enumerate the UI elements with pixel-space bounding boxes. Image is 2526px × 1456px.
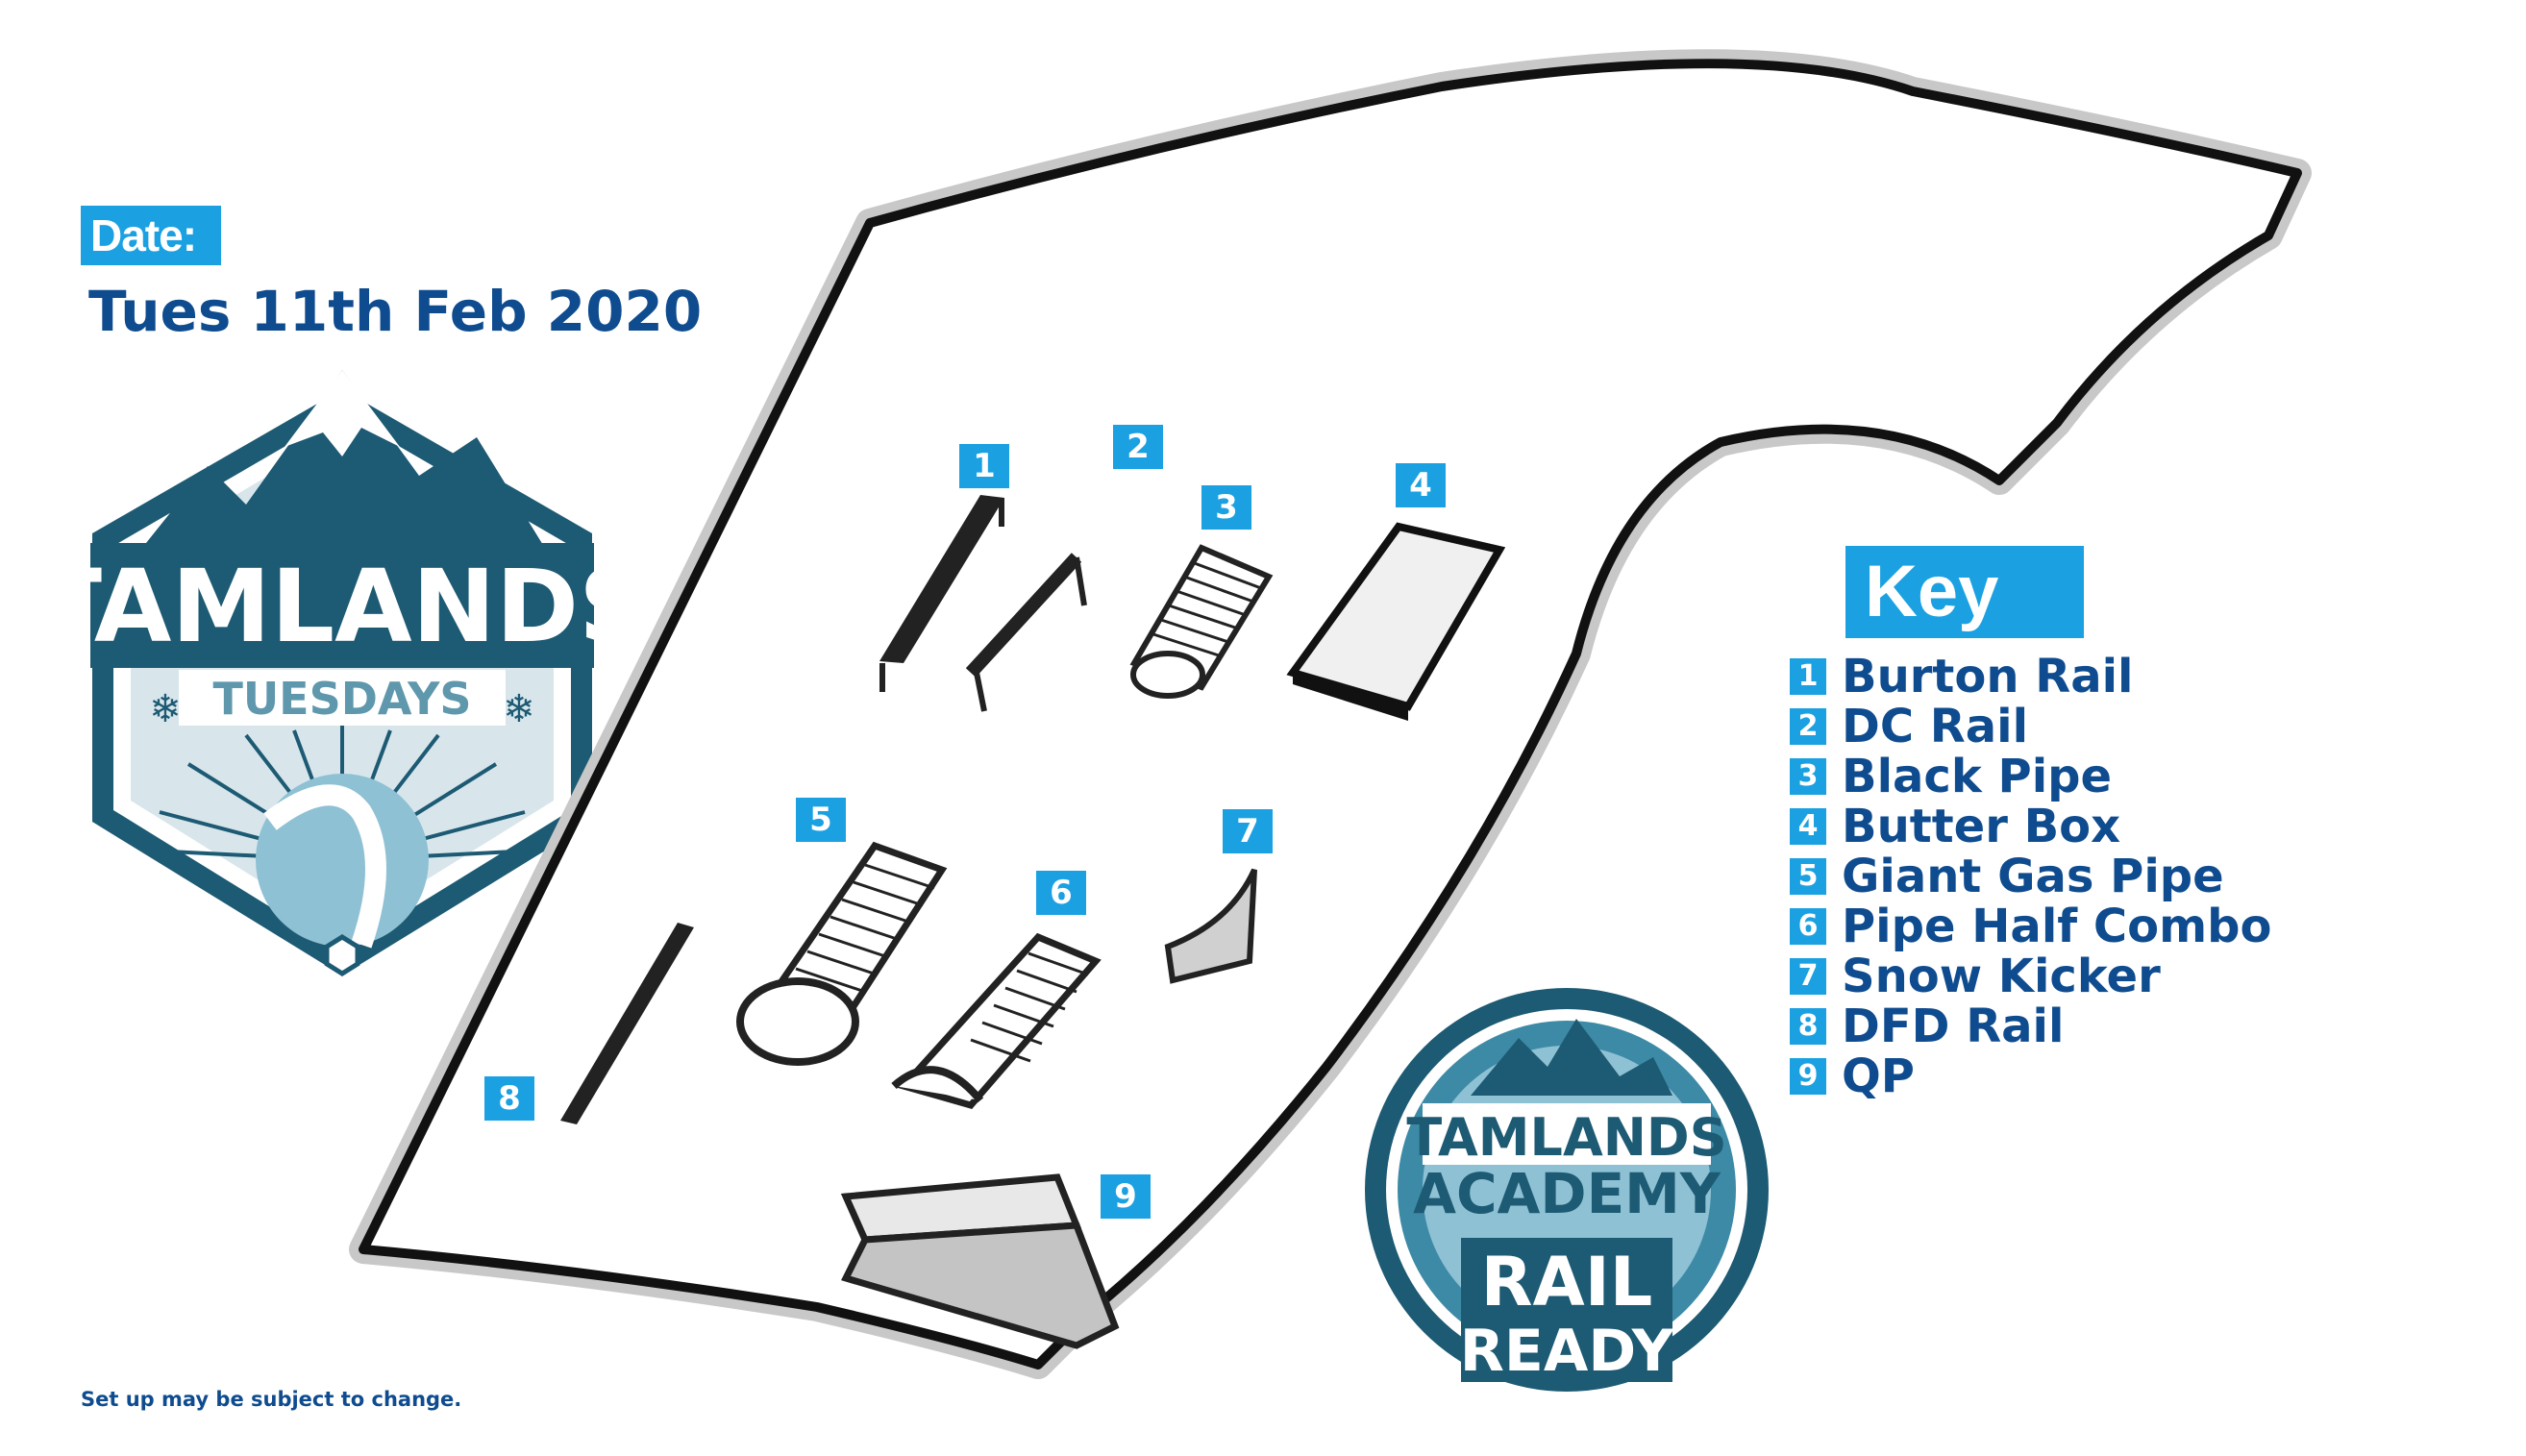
- key-list: 1 Burton Rail 2 DC Rail 3 Black Pipe 4 Butte…: [1790, 652, 2271, 1101]
- feature-burton-rail: [879, 495, 1004, 692]
- map-marker: 7: [1223, 809, 1273, 853]
- tamlands-tuesdays-logo: TAMLANDS TUESDAYS ❄ ❄: [73, 370, 611, 976]
- key-item: 3 Black Pipe: [1790, 752, 2271, 802]
- key-number: 5: [1790, 858, 1826, 895]
- key-label: Burton Rail: [1842, 650, 2134, 703]
- key-number: 3: [1790, 758, 1826, 795]
- key-label: Pipe Half Combo: [1842, 900, 2272, 953]
- date-label: Date:: [81, 206, 221, 265]
- key-item: 8 DFD Rail: [1790, 1001, 2271, 1051]
- feature-dfd-rail: [560, 923, 694, 1124]
- key-label: Giant Gas Pipe: [1842, 850, 2224, 903]
- key-number: 2: [1790, 708, 1826, 745]
- feature-qp: [840, 1173, 1120, 1349]
- map-marker: 5: [796, 798, 846, 842]
- snowflake-icon: ❄: [149, 687, 182, 731]
- key-item: 5 Giant Gas Pipe: [1790, 851, 2271, 901]
- key-label: Black Pipe: [1842, 750, 2113, 803]
- map-marker: 3: [1201, 485, 1251, 530]
- snowflake-icon: ❄: [503, 687, 535, 731]
- key-number: 9: [1790, 1058, 1826, 1095]
- map-marker: 6: [1036, 871, 1086, 915]
- map-marker: 1: [959, 444, 1009, 488]
- feature-giant-gas-pipe: [736, 841, 948, 1066]
- map-marker: 4: [1396, 463, 1446, 507]
- key-label: Butter Box: [1842, 800, 2121, 853]
- tamlands-academy-rail-ready-logo: TAMLANDS ACADEMY RAIL READY: [1365, 988, 1769, 1392]
- key-item: 9 QP: [1790, 1051, 2271, 1101]
- logo-tamlands-text: TAMLANDS: [73, 548, 611, 665]
- key-title: Key: [1845, 546, 2084, 638]
- logo-ready-text: READY: [1460, 1318, 1675, 1385]
- key-number: 1: [1790, 658, 1826, 695]
- key-item: 7 Snow Kicker: [1790, 951, 2271, 1001]
- logo-academy-line1: TAMLANDS: [1406, 1107, 1726, 1168]
- key-item: 6 Pipe Half Combo: [1790, 901, 2271, 951]
- logo-academy-line2: ACADEMY: [1413, 1161, 1721, 1226]
- key-label: DFD Rail: [1842, 999, 2065, 1053]
- key-item: 1 Burton Rail: [1790, 652, 2271, 702]
- feature-butter-box: [1286, 522, 1506, 721]
- key-label: DC Rail: [1842, 700, 2029, 753]
- key-number: 6: [1790, 908, 1826, 945]
- key-number: 7: [1790, 958, 1826, 995]
- feature-black-pipe: [1129, 544, 1274, 699]
- mountain-icon: [1471, 1019, 1672, 1096]
- logo-rail-text: RAIL: [1481, 1243, 1653, 1321]
- key-item: 2 DC Rail: [1790, 702, 2271, 752]
- footnote-disclaimer: Set up may be subject to change.: [81, 1388, 462, 1411]
- map-marker: 2: [1113, 425, 1163, 469]
- key-number: 4: [1790, 808, 1826, 845]
- mountain-icon: [131, 370, 554, 562]
- feature-pipe-half-combo: [891, 932, 1102, 1109]
- event-date: Tues 11th Feb 2020: [88, 279, 703, 344]
- key-item: 4 Butter Box: [1790, 802, 2271, 851]
- map-marker: 8: [484, 1076, 534, 1121]
- key-label: Snow Kicker: [1842, 950, 2161, 1003]
- key-number: 8: [1790, 1008, 1826, 1045]
- map-marker: 9: [1101, 1174, 1151, 1219]
- key-label: QP: [1842, 1049, 1915, 1103]
- logo-tuesdays-text: TUESDAYS: [212, 673, 471, 725]
- feature-dc-rail: [965, 553, 1087, 712]
- feature-snow-kicker: [1164, 868, 1257, 984]
